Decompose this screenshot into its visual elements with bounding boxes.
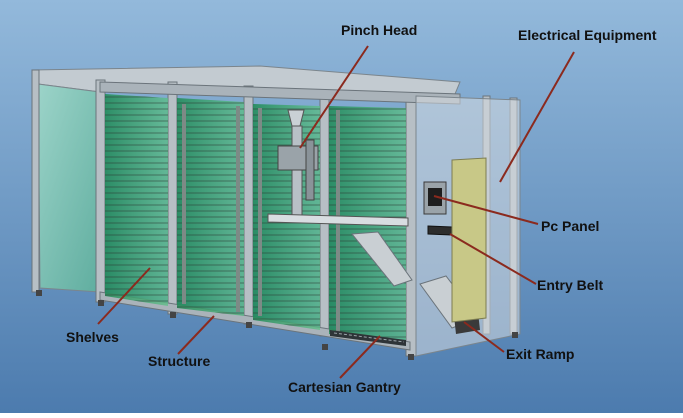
label-pinch-head: Pinch Head — [341, 22, 417, 38]
label-pc-panel: Pc Panel — [541, 218, 599, 234]
label-cartesian-gantry: Cartesian Gantry — [288, 379, 401, 395]
leader-lines — [97, 45, 575, 379]
label-exit-ramp: Exit Ramp — [506, 346, 574, 362]
cartesian-gantry-base — [330, 330, 406, 346]
electrical-equipment — [451, 157, 487, 323]
labels: Pinch Head Electrical Equipment Pc Panel… — [66, 22, 657, 395]
label-electrical-equipment: Electrical Equipment — [518, 27, 657, 43]
label-shelves: Shelves — [66, 329, 119, 345]
leader-shelves — [97, 267, 151, 325]
leader-electrical-equipment — [499, 51, 575, 183]
leader-entry-belt — [449, 233, 537, 285]
label-structure: Structure — [148, 353, 210, 369]
leader-pinch-head — [299, 45, 369, 149]
leader-structure — [177, 315, 215, 355]
pinch-head-assembly — [267, 109, 409, 227]
leader-pc-panel — [433, 195, 539, 225]
leader-exit-ramp — [463, 321, 505, 353]
label-entry-belt: Entry Belt — [537, 277, 603, 293]
leader-cartesian-gantry — [339, 335, 381, 379]
